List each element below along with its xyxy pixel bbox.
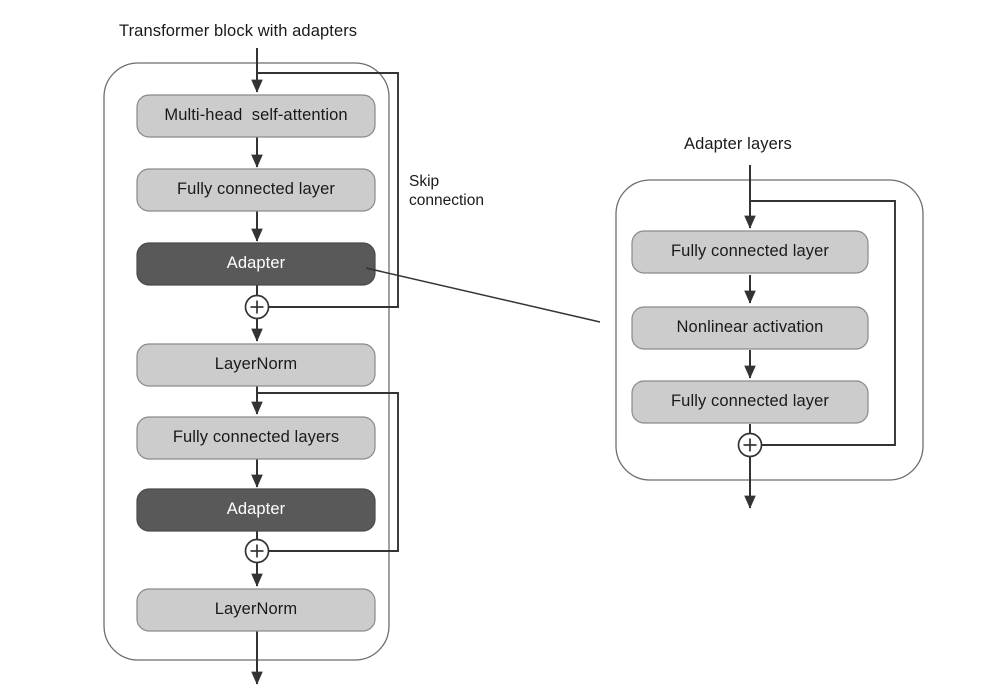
node-label-adapter-2: Adapter bbox=[226, 500, 286, 518]
node-box-layernorm-2 bbox=[136, 588, 376, 632]
adapter-layers-caption: Adapter layers bbox=[684, 135, 792, 153]
node-box-fully-connected-layer bbox=[136, 168, 376, 212]
callout-leader-line bbox=[365, 267, 601, 323]
skip-connection-label-line1: Skip bbox=[409, 173, 440, 190]
node-box-nonlinear-activation bbox=[631, 306, 869, 350]
node-box-adapter-fc1 bbox=[631, 230, 869, 274]
node-box-mhsa bbox=[136, 94, 376, 138]
node-box-adapter-2 bbox=[136, 488, 376, 532]
skip-connection-2-path bbox=[257, 392, 399, 552]
skip-connection-1-path bbox=[257, 72, 399, 308]
node-box-fully-connected-layers bbox=[136, 416, 376, 460]
node-label-adapter-fc2: Fully connected layer bbox=[670, 392, 829, 410]
node-label-nonlinear-activation: Nonlinear activation bbox=[676, 318, 824, 336]
node-label-fully-connected-layers: Fully connected layers bbox=[172, 428, 340, 446]
node-label-adapter-1: Adapter bbox=[226, 254, 286, 272]
node-box-adapter-fc2 bbox=[631, 380, 869, 424]
node-label-fully-connected-layer: Fully connected layer bbox=[176, 180, 335, 198]
node-label-layernorm-2: LayerNorm bbox=[214, 600, 298, 618]
skip-connection-label: Skip connection bbox=[409, 172, 484, 210]
transformer-block-container bbox=[103, 62, 390, 661]
node-box-adapter-1 bbox=[136, 242, 376, 286]
node-label-layernorm-1: LayerNorm bbox=[214, 355, 298, 373]
adapter-layers-container bbox=[615, 179, 924, 481]
adapter-skip-connection-path bbox=[750, 200, 896, 446]
node-label-mhsa: Multi-head self-attention bbox=[164, 106, 348, 124]
transformer-block-caption: Transformer block with adapters bbox=[119, 22, 358, 40]
node-box-layernorm-1 bbox=[136, 343, 376, 387]
skip-connection-label-line2: connection bbox=[409, 192, 484, 209]
node-label-adapter-fc1: Fully connected layer bbox=[670, 242, 829, 260]
